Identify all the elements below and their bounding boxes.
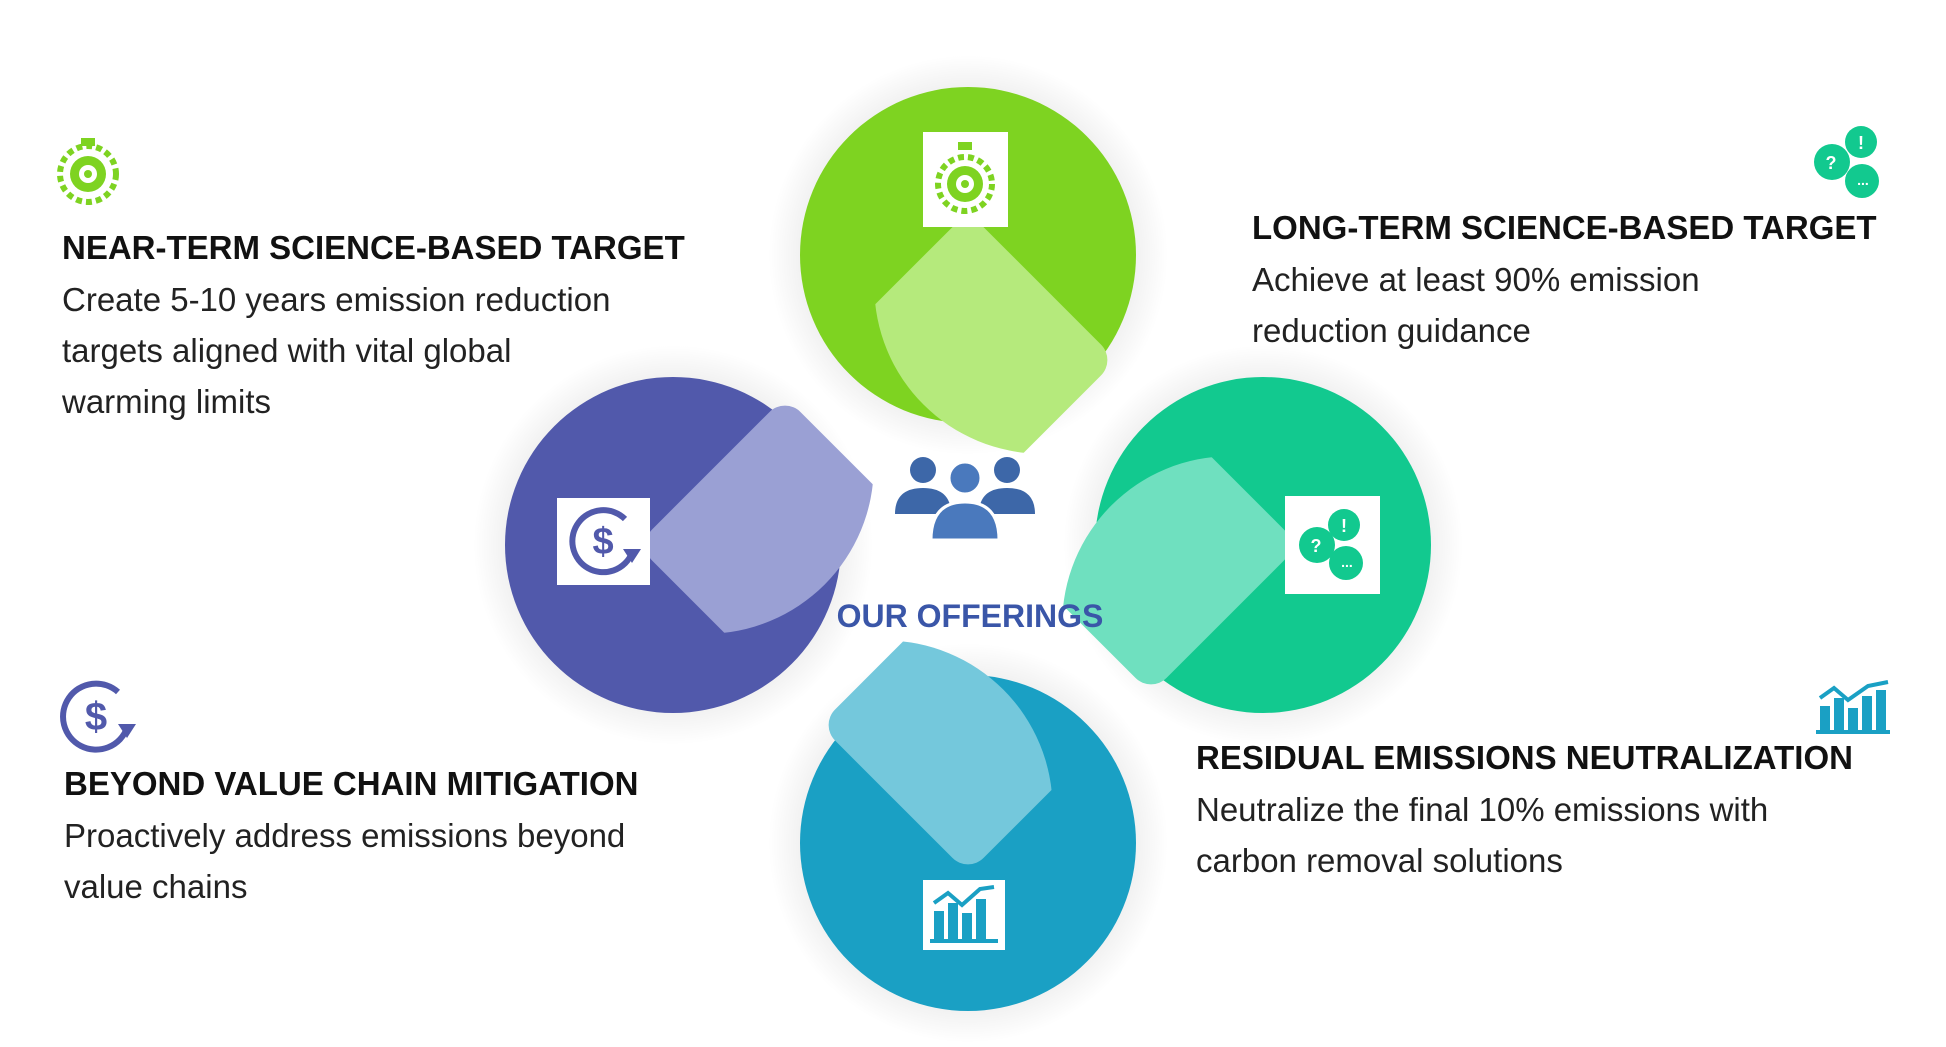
long-term-desc-line-2: reduction guidance (1252, 311, 1531, 349)
beyond-value-chain-desc: Proactively address emissions beyond val… (64, 810, 638, 912)
svg-text:!: ! (1341, 516, 1347, 536)
svg-text:$: $ (85, 695, 107, 739)
long-term-desc: Achieve at least 90% emission reduction … (1252, 254, 1877, 356)
residual-desc-line-1: Neutralize the final 10% emissions with (1196, 790, 1769, 828)
near-term-block: NEAR-TERM SCIENCE-BASED TARGET Create 5-… (62, 228, 685, 427)
near-term-desc-line-1: Create 5-10 years emission reduction (62, 280, 611, 318)
near-term-desc: Create 5-10 years emission reduction tar… (62, 274, 685, 427)
beyond-value-chain-side-icon: $ (60, 680, 136, 753)
team-icon (895, 457, 1035, 542)
near-term-title: NEAR-TERM SCIENCE-BASED TARGET (62, 229, 685, 266)
long-term-desc-line-1: Achieve at least 90% emission (1252, 260, 1700, 298)
svg-text:?: ? (1826, 153, 1837, 173)
speech-bubbles-icon: ? ! ... (1299, 509, 1363, 580)
near-term-circle (800, 87, 1136, 500)
svg-text:?: ? (1311, 536, 1322, 556)
residual-title: RESIDUAL EMISSIONS NEUTRALIZATION (1196, 739, 1853, 776)
svg-text:$: $ (592, 521, 613, 563)
beyond-value-chain-desc-line-2: value chains (64, 867, 248, 905)
long-term-side-icon: ? ! ... (1814, 126, 1879, 198)
residual-desc: Neutralize the final 10% emissions with … (1196, 784, 1853, 886)
residual-side-icon (1816, 680, 1890, 734)
beyond-value-chain-title: BEYOND VALUE CHAIN MITIGATION (64, 765, 639, 802)
near-term-side-icon (57, 138, 119, 205)
beyond-value-chain-block: BEYOND VALUE CHAIN MITIGATION Proactivel… (64, 764, 638, 912)
near-term-desc-line-3: warming limits (62, 382, 272, 420)
residual-block: RESIDUAL EMISSIONS NEUTRALIZATION Neutra… (1196, 738, 1853, 886)
svg-text:...: ... (1857, 172, 1869, 188)
long-term-circle: ? ! ... (1011, 377, 1431, 713)
beyond-value-chain-circle: $ (505, 377, 925, 713)
dollar-cycle-icon: $ (569, 507, 641, 576)
bar-chart-icon (930, 885, 998, 943)
long-term-title: LONG-TERM SCIENCE-BASED TARGET (1252, 209, 1877, 246)
residual-desc-line-2: carbon removal solutions (1196, 841, 1563, 879)
near-term-desc-line-2: targets aligned with vital global (62, 331, 512, 369)
svg-text:...: ... (1341, 554, 1353, 570)
residual-circle (800, 585, 1136, 1011)
center-label: OUR OFFERINGS (836, 598, 1104, 634)
beyond-value-chain-desc-line-1: Proactively address emissions beyond (64, 816, 626, 854)
svg-text:!: ! (1858, 133, 1864, 153)
stopwatch-gear-icon (935, 142, 995, 214)
long-term-block: LONG-TERM SCIENCE-BASED TARGET Achieve a… (1252, 208, 1877, 356)
